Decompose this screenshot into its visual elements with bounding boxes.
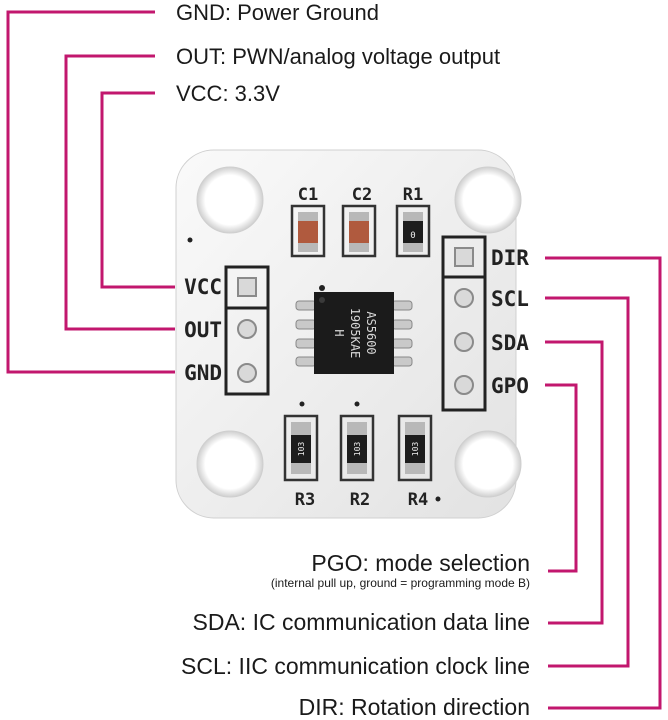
pin-label-vcc: VCC xyxy=(184,275,222,299)
mounting-hole-bottom-right xyxy=(454,430,522,498)
silk-r1: R1 xyxy=(403,185,423,205)
leader-out xyxy=(64,54,175,331)
mounting-hole-top-left xyxy=(196,166,264,234)
chip-marking-line3: H xyxy=(332,329,346,336)
callout-sda: SDA: IC communication data line xyxy=(193,609,531,635)
r1-marking: 0 xyxy=(410,231,415,241)
left-header-pads xyxy=(237,277,257,383)
component-r3: 103 xyxy=(283,414,319,482)
leader-lines xyxy=(6,10,662,710)
leader-vcc xyxy=(100,91,175,289)
right-header-pads xyxy=(454,247,474,395)
component-r2: 103 xyxy=(339,414,375,482)
left-header-outline xyxy=(224,265,270,396)
r2-marking: 103 xyxy=(353,442,362,457)
callout-pgo-note: (internal pull up, ground = programming … xyxy=(271,576,530,590)
component-r4: 103 xyxy=(397,414,433,482)
silk-c1: C1 xyxy=(298,185,318,205)
component-r1: 0 xyxy=(395,204,431,258)
silk-r3: R3 xyxy=(295,490,315,510)
r3-marking: 103 xyxy=(297,442,306,457)
callout-vcc: VCC: 3.3V xyxy=(176,81,280,106)
leader-sda xyxy=(545,340,604,625)
pin-label-gnd: GND xyxy=(184,361,222,385)
component-c1 xyxy=(290,204,326,258)
bottom-callouts: PGO: mode selection (internal pull up, g… xyxy=(181,550,530,720)
callout-scl: SCL: IIC communication clock line xyxy=(181,653,530,679)
leader-gnd xyxy=(6,10,175,374)
r4-marking: 103 xyxy=(411,442,420,457)
callout-gnd: GND: Power Ground xyxy=(176,0,379,25)
silk-r2: R2 xyxy=(350,490,370,510)
mounting-hole-bottom-left xyxy=(196,430,264,498)
leader-dir xyxy=(545,256,662,710)
pin-label-gpo: GPO xyxy=(491,374,529,398)
chip-marking-line1: AS5600 xyxy=(364,311,378,354)
as5600-chip: AS5600 1905KAE H xyxy=(295,292,413,374)
pin-label-sda: SDA xyxy=(491,331,529,355)
callout-pgo: PGO: mode selection xyxy=(311,550,530,576)
mounting-hole-top-right xyxy=(454,166,522,234)
callout-dir: DIR: Rotation direction xyxy=(299,694,530,720)
pin-label-out: OUT xyxy=(184,318,222,342)
pcb-board: 0 103 103 103 xyxy=(175,149,529,519)
pin-label-dir: DIR xyxy=(491,246,529,270)
pin-label-scl: SCL xyxy=(491,287,529,311)
top-callouts: GND: Power Ground OUT: PWN/analog voltag… xyxy=(176,0,500,106)
chip-marking-line2: 1905KAE xyxy=(348,308,362,359)
leader-scl xyxy=(545,296,630,668)
leader-gpo xyxy=(545,383,578,573)
callout-out: OUT: PWN/analog voltage output xyxy=(176,44,500,69)
component-c2 xyxy=(341,204,377,258)
right-header-outline xyxy=(441,235,487,412)
silk-r4: R4 xyxy=(408,490,428,510)
silk-c2: C2 xyxy=(352,185,372,205)
